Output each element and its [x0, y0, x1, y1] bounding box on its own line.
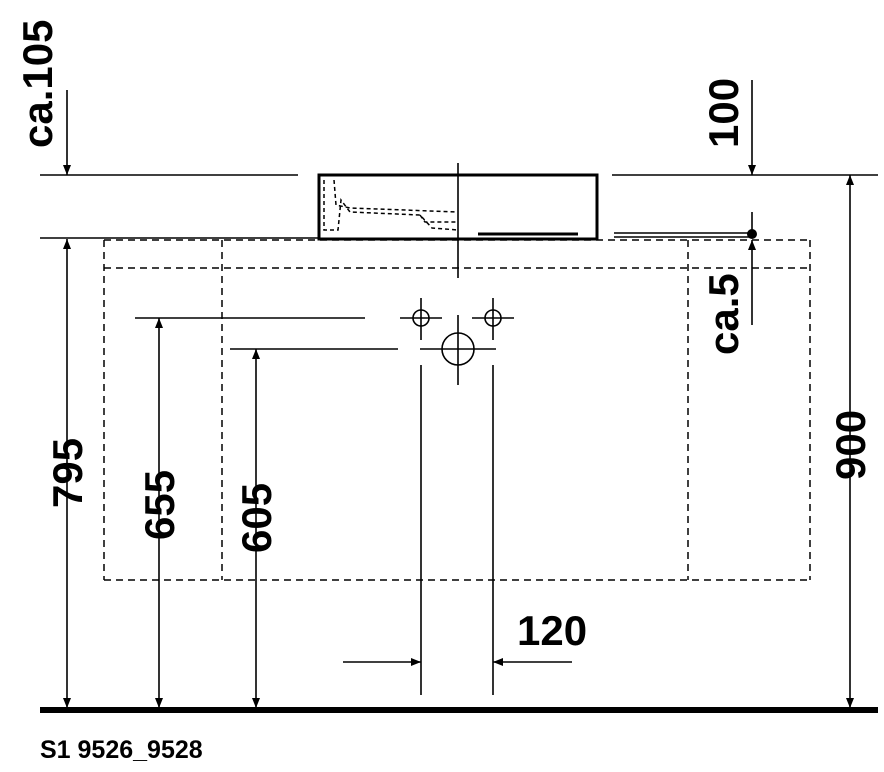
dimension-arrows	[63, 80, 854, 708]
dim-supply-height: 655	[136, 470, 183, 540]
dim-supply-spacing: 120	[517, 607, 587, 654]
dim-top-clearance: ca.105	[14, 20, 61, 148]
dim-counter-thickness: ca.5	[700, 273, 747, 355]
drawing-id-label: S1 9526_9528	[40, 736, 203, 764]
drain-connection	[420, 315, 496, 385]
dim-total-height: 900	[827, 410, 874, 480]
reference-lines	[40, 163, 878, 695]
supply-connection-right	[472, 298, 514, 340]
basin	[317, 173, 599, 241]
dim-counter-height: 795	[44, 438, 91, 508]
vanity-cabinet-outline	[103, 239, 811, 581]
dim-drain-height: 605	[233, 483, 280, 553]
dim-basin-height: 100	[700, 78, 747, 148]
supply-connection-left	[400, 298, 442, 340]
